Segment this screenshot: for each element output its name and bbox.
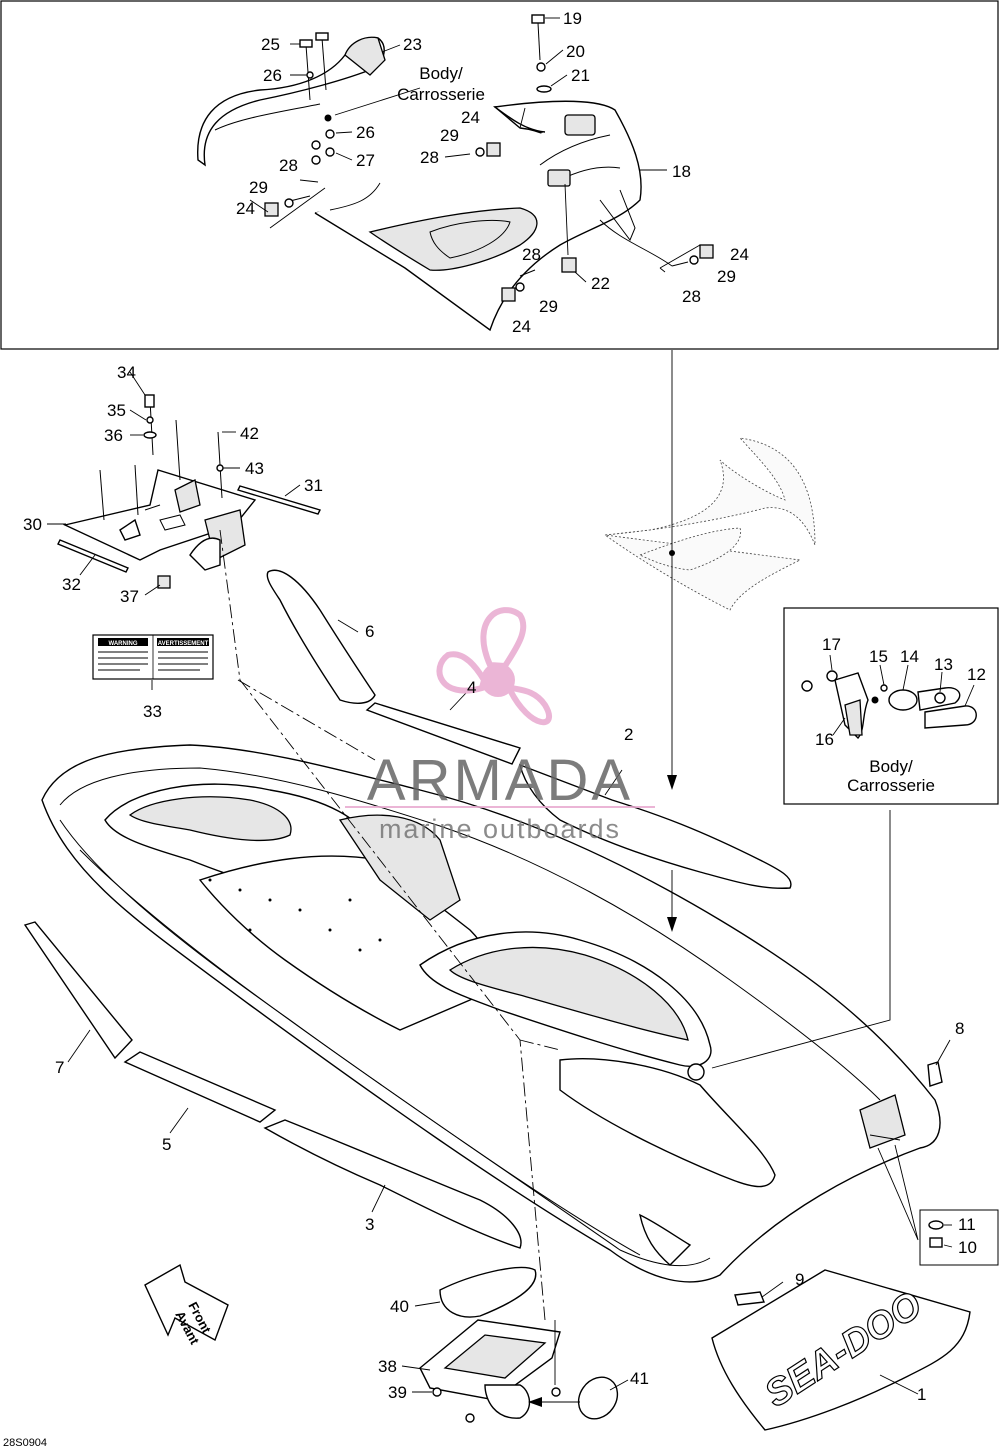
callout: 31 xyxy=(304,476,323,495)
body-label-top-line1: Body/ xyxy=(419,64,463,83)
seal-40 xyxy=(439,1266,537,1318)
watermark: ARMADA marine outboards xyxy=(345,607,655,844)
callout: 19 xyxy=(563,9,582,28)
front-body-panel xyxy=(314,100,642,332)
callout: 11 xyxy=(958,1215,976,1234)
storage-bracket xyxy=(62,469,257,571)
handle-grip xyxy=(197,36,386,167)
bracket-bolts xyxy=(99,394,224,589)
strip-32 xyxy=(57,539,129,573)
callout: 32 xyxy=(62,575,81,594)
hardware-10-11 xyxy=(919,1209,999,1266)
main-hull xyxy=(41,744,941,1283)
callout: 20 xyxy=(566,42,585,61)
alignment-lines xyxy=(219,350,919,1407)
propeller-logo xyxy=(436,607,552,726)
callout: 42 xyxy=(240,424,259,443)
ring-41 xyxy=(577,1376,619,1420)
mat-2 xyxy=(518,763,792,889)
latch-inset xyxy=(783,607,999,805)
top-leaders xyxy=(249,17,701,283)
callout: 24 xyxy=(730,245,749,264)
callout: 30 xyxy=(23,515,42,534)
callout: 15 xyxy=(869,647,888,666)
callout: 28 xyxy=(522,245,541,264)
callout: 29 xyxy=(717,267,736,286)
callout: 12 xyxy=(967,665,986,684)
callout: 5 xyxy=(162,1135,171,1154)
mat-7 xyxy=(23,921,133,1060)
callout: 21 xyxy=(571,66,590,85)
callout: 29 xyxy=(440,126,459,145)
callout: 24 xyxy=(512,317,531,336)
callout: 18 xyxy=(672,162,691,181)
callout: 22 xyxy=(591,274,610,293)
callout: 29 xyxy=(249,178,268,197)
top-inset-frame xyxy=(0,0,999,350)
top-hardware xyxy=(264,14,714,302)
callout: 17 xyxy=(822,635,841,654)
warning-right-title: AVERTISSEMENT xyxy=(158,641,209,647)
callout: 13 xyxy=(934,655,953,674)
mat-4 xyxy=(365,702,521,765)
callout: 28 xyxy=(420,148,439,167)
left-leaders xyxy=(47,371,301,690)
mat-5 xyxy=(123,1051,277,1123)
warning-left-title: WARNING xyxy=(109,641,138,647)
decal-8 xyxy=(927,1061,943,1087)
decal-9 xyxy=(734,1291,765,1306)
callout: 37 xyxy=(120,587,139,606)
callout: 7 xyxy=(55,1058,64,1077)
callout: 24 xyxy=(461,108,480,127)
callout: 39 xyxy=(388,1383,407,1402)
main-leaders xyxy=(67,619,953,1395)
callout: 6 xyxy=(365,622,374,641)
callout: 40 xyxy=(390,1297,409,1316)
body-label-inset-line1: Body/ xyxy=(869,757,913,776)
callout: 9 xyxy=(795,1270,804,1289)
strip-31 xyxy=(237,485,321,515)
storage-bin xyxy=(419,1319,561,1419)
body-overview-ghost xyxy=(603,437,816,611)
callout: 33 xyxy=(143,702,162,721)
mat-3 xyxy=(263,1119,522,1249)
warning-label: WARNING AVERTISSEMENT xyxy=(92,634,214,680)
callout: 24 xyxy=(236,199,255,218)
callout: 23 xyxy=(403,35,422,54)
callout: 27 xyxy=(356,151,375,170)
callout: 4 xyxy=(467,678,476,697)
front-arrow: Front Avant xyxy=(144,1263,229,1347)
body-label-inset-line2: Carrosserie xyxy=(847,776,935,795)
callout: 10 xyxy=(958,1238,977,1257)
mat-6 xyxy=(266,569,376,704)
callouts: 19 20 21 25 23 26 26 27 24 29 28 18 28 2… xyxy=(23,9,986,1404)
callout: 28 xyxy=(279,156,298,175)
diagram-code: 28S0904 xyxy=(3,1437,47,1449)
body-label-top-line2: Carrosserie xyxy=(397,85,485,104)
callout: 8 xyxy=(955,1019,964,1038)
callout: 25 xyxy=(261,35,280,54)
callout: 1 xyxy=(917,1385,926,1404)
latch-leaders xyxy=(829,654,975,736)
watermark-brand: ARMADA xyxy=(367,748,633,813)
watermark-tagline: marine outboards xyxy=(379,814,621,844)
callout: 28 xyxy=(682,287,701,306)
callout: 26 xyxy=(356,123,375,142)
callout: 36 xyxy=(104,426,123,445)
callout: 29 xyxy=(539,297,558,316)
callout: 41 xyxy=(630,1369,649,1388)
callout: 35 xyxy=(107,401,126,420)
callout: 16 xyxy=(815,730,834,749)
callout: 43 xyxy=(245,459,264,478)
callout: 2 xyxy=(624,725,633,744)
callout: 3 xyxy=(365,1215,374,1234)
callout: 34 xyxy=(117,363,136,382)
callout: 14 xyxy=(900,647,919,666)
callout: 26 xyxy=(263,66,282,85)
callout: 38 xyxy=(378,1357,397,1376)
